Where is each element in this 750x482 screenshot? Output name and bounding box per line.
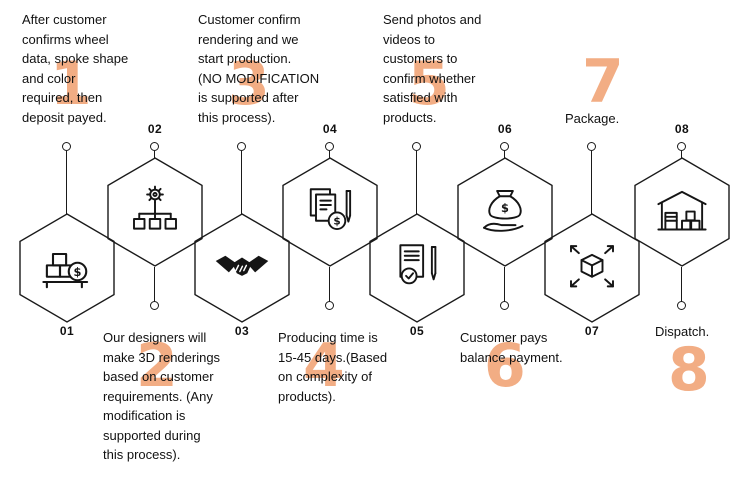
connector-dot [677, 301, 686, 310]
svg-text:$: $ [501, 201, 509, 215]
connector-line [329, 267, 331, 302]
connector-dot [500, 142, 509, 151]
connector-line [591, 151, 593, 214]
hexagon-step-6 [457, 157, 553, 267]
step-description: After customer confirms wheel data, spok… [22, 12, 129, 125]
hexagon-step-2 [107, 157, 203, 267]
step-description: Producing time is 15-45 days.(Based on c… [278, 330, 388, 404]
step-watermark-number: 3 [228, 49, 270, 119]
step-description: Customer pays balance payment. [460, 330, 563, 365]
step-description: Dispatch. [655, 324, 710, 339]
svg-text:$: $ [74, 265, 82, 279]
connector-line [329, 151, 331, 158]
step-watermark-number: 6 [484, 331, 526, 401]
connector-line [681, 267, 683, 302]
warehouse-icon [657, 190, 707, 231]
step-watermark-number: 2 [136, 331, 178, 401]
design-gear-hierarchy-icon [133, 185, 177, 230]
step-number-label: 07 [584, 324, 600, 338]
step-number-label: 08 [674, 122, 690, 136]
connector-dot [150, 142, 159, 151]
connector-dot [677, 142, 686, 151]
connector-line [416, 151, 418, 214]
step-watermark-number: 4 [303, 331, 345, 401]
step-number-label: 02 [147, 122, 163, 136]
step-number-label: 05 [409, 324, 425, 338]
contract-payment-icon: $ [309, 188, 352, 231]
step-watermark-number: 1 [50, 49, 92, 119]
connector-line [66, 151, 68, 214]
step-description: Package. [565, 111, 620, 126]
connector-dot [500, 301, 509, 310]
money-bag-hand-icon: $ [483, 190, 524, 232]
step-watermark-number: 8 [668, 335, 710, 405]
connector-line [681, 151, 683, 158]
connector-line [241, 151, 243, 214]
step-watermark-number: 5 [408, 49, 450, 119]
connector-line [504, 267, 506, 302]
package-box-arrows-icon [570, 245, 614, 288]
step-number-label: 01 [59, 324, 75, 338]
step-description: Customer confirm rendering and we start … [198, 12, 320, 125]
step-number-label: 06 [497, 122, 513, 136]
approval-check-document-icon [399, 244, 437, 285]
hexagon-step-4 [282, 157, 378, 267]
connector-dot [587, 142, 596, 151]
connector-dot [62, 142, 71, 151]
step-description: Send photos and videos to customers to c… [383, 12, 482, 125]
goods-deposit-icon: $ [42, 252, 89, 289]
step-number-label: 04 [322, 122, 338, 136]
step-number-label: 03 [234, 324, 250, 338]
connector-dot [412, 142, 421, 151]
connector-line [154, 151, 156, 158]
connector-line [504, 151, 506, 158]
step-watermark-number: 7 [582, 47, 624, 117]
hexagon-step-8 [634, 157, 730, 267]
connector-dot [325, 142, 334, 151]
svg-text:$: $ [333, 216, 340, 228]
step-description: Our designers will make 3D renderings ba… [103, 330, 221, 462]
connector-dot [237, 142, 246, 151]
connector-dot [150, 301, 159, 310]
connector-line [154, 267, 156, 302]
connector-dot [325, 301, 334, 310]
handshake-icon [215, 255, 269, 276]
